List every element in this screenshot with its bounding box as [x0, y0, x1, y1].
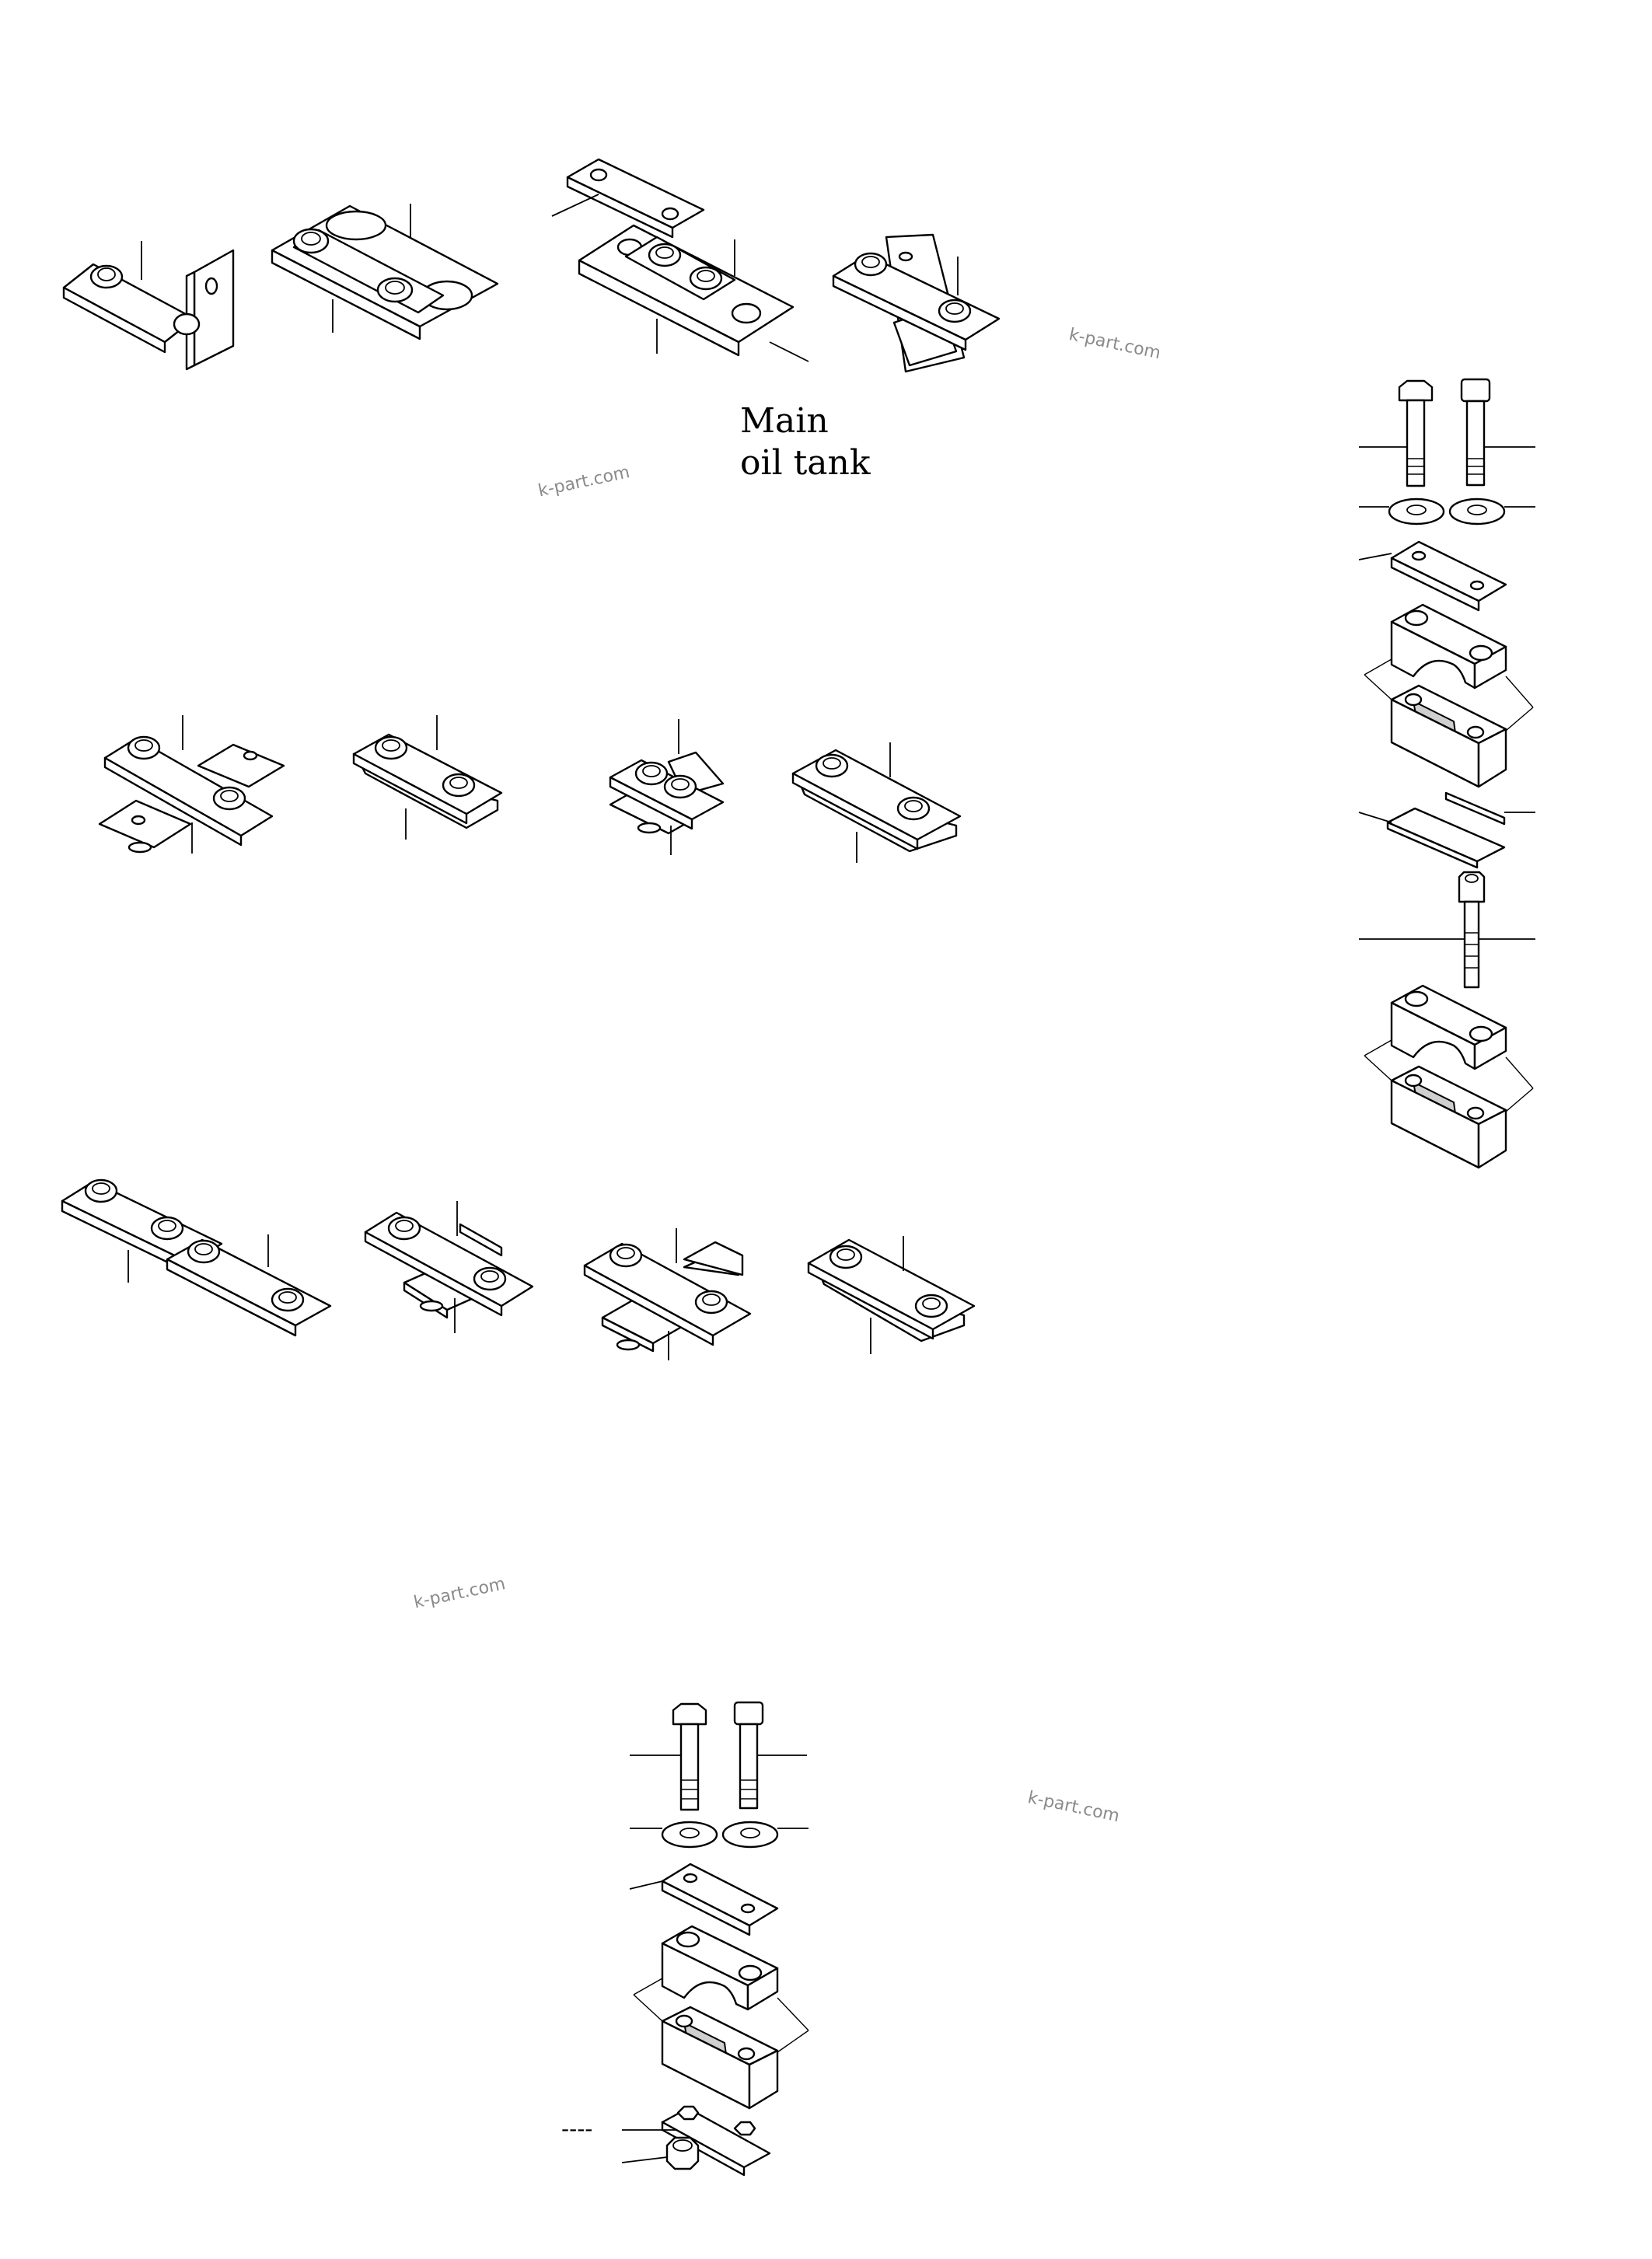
assembly-row2-2 [352, 715, 503, 840]
assembly-row3-2 [364, 1201, 534, 1333]
assembly-row3-1 [61, 1178, 332, 1337]
dash-marker: ---- [561, 2116, 593, 2142]
main-oil-tank-label: Main oil tank [740, 400, 871, 484]
assembly-row3-4 [807, 1236, 976, 1354]
main-oil-tank-line1: Main [740, 401, 829, 441]
assembly-tank-bracket [551, 158, 809, 362]
assembly-row3-3 [583, 1228, 752, 1360]
clamp-assembly-bottom [621, 1701, 809, 2177]
assembly-row2-3 [609, 719, 725, 855]
assembly-cross-plate [832, 233, 1001, 373]
main-oil-tank-line2: oil tank [740, 443, 871, 483]
assembly-row2-4 [791, 742, 962, 863]
assembly-double-plate [271, 204, 499, 340]
clamp-assembly-right [1358, 378, 1535, 1169]
assembly-l-bracket [62, 241, 235, 371]
assembly-row2-1 [98, 715, 285, 854]
